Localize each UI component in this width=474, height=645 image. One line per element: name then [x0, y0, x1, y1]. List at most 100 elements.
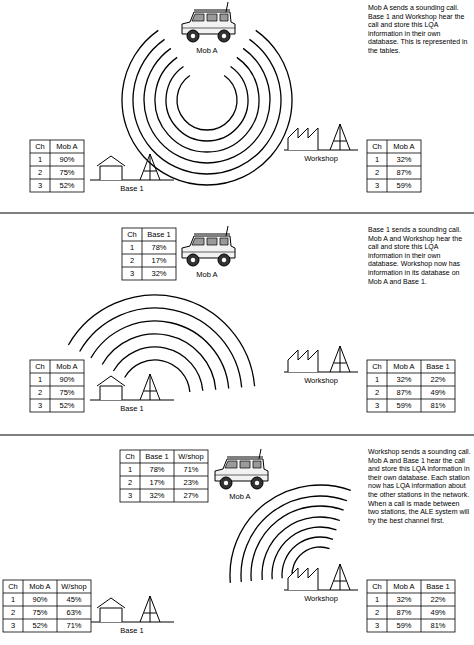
- base-station-icon: [90, 154, 174, 180]
- lqa-table-grid: [367, 140, 421, 192]
- table-cell: 52%: [50, 179, 84, 192]
- wave-arc: [113, 347, 202, 391]
- table-cell: W/shop: [57, 580, 91, 593]
- table-cell: 59%: [387, 619, 421, 632]
- table-cell: Base 1: [140, 450, 174, 463]
- lqa-table-grid: [3, 580, 91, 632]
- vehicle-icon: [182, 2, 235, 42]
- wave-arc: [155, 57, 259, 152]
- lqa-table-grid: [30, 360, 84, 412]
- table-cell: 90%: [50, 373, 84, 386]
- table-cell: Mob A: [50, 140, 84, 153]
- station-label: Mob A: [218, 492, 262, 502]
- table-cell: 2: [367, 166, 387, 179]
- wave-arc: [144, 48, 270, 163]
- table-cell: 75%: [50, 166, 84, 179]
- lqa-table-grid: [122, 228, 176, 280]
- wave-arc: [125, 360, 190, 392]
- table-cell: 63%: [57, 606, 91, 619]
- station-label: Mob A: [185, 270, 229, 280]
- wave-arc: [122, 30, 292, 185]
- lqa-table-grid: [120, 450, 208, 502]
- lqa-table-grid: [30, 140, 84, 192]
- station-label: Workshop: [294, 154, 348, 164]
- table-cell: 32%: [387, 153, 421, 166]
- table-cell: 2: [367, 386, 387, 399]
- table-cell: 32%: [387, 373, 421, 386]
- table-cell: 22%: [421, 593, 455, 606]
- table-cell: Ch: [367, 360, 387, 373]
- note-text: Mob A sends a sounding call. Base 1 and …: [368, 4, 472, 56]
- table-cell: 71%: [174, 463, 208, 476]
- sounding-waves: [122, 30, 292, 185]
- table-cell: 49%: [421, 606, 455, 619]
- wave-arc: [91, 321, 229, 389]
- table-cell: 81%: [421, 619, 455, 632]
- base-station-icon: [90, 374, 174, 400]
- workshop-icon: [284, 124, 358, 150]
- table-cell: 59%: [387, 399, 421, 412]
- table-cell: 1: [30, 153, 50, 166]
- base-station-icon: [90, 596, 174, 622]
- note-text: Base 1 sends a sounding call. Mob A and …: [368, 226, 472, 286]
- lqa-table-grid: [367, 360, 455, 412]
- table-cell: W/shop: [174, 450, 208, 463]
- table-cell: 71%: [57, 619, 91, 632]
- table-cell: 52%: [50, 399, 84, 412]
- table-cell: 49%: [421, 386, 455, 399]
- table-cell: Mob A: [50, 360, 84, 373]
- table-cell: 3: [367, 179, 387, 192]
- table-cell: 81%: [421, 399, 455, 412]
- table-cell: 90%: [23, 593, 57, 606]
- table-cell: 2: [30, 386, 50, 399]
- station-label: Workshop: [294, 376, 348, 386]
- table-cell: 17%: [142, 254, 176, 267]
- table-cell: 87%: [387, 166, 421, 179]
- note-text: Workshop sends a sounding call. Mob A an…: [368, 448, 472, 525]
- table-cell: 1: [30, 373, 50, 386]
- panel-separator: [0, 435, 474, 436]
- wave-arc: [241, 496, 347, 582]
- table-cell: 3: [367, 399, 387, 412]
- table-cell: Ch: [367, 140, 387, 153]
- table-cell: 1: [122, 241, 142, 254]
- sounding-waves: [68, 295, 254, 392]
- table-cell: 75%: [23, 606, 57, 619]
- table-cell: 90%: [50, 153, 84, 166]
- table-cell: 3: [30, 179, 50, 192]
- wave-arc: [177, 75, 237, 130]
- vehicle-icon: [182, 226, 235, 266]
- table-cell: 2: [3, 606, 23, 619]
- table-cell: 59%: [387, 179, 421, 192]
- table-cell: 2: [367, 606, 387, 619]
- table-cell: Ch: [3, 580, 23, 593]
- panel-separator: [0, 213, 474, 214]
- lqa-table-grid: [367, 580, 455, 632]
- table-cell: 87%: [387, 386, 421, 399]
- station-label: Base 1: [110, 184, 154, 194]
- table-cell: 52%: [23, 619, 57, 632]
- table-cell: 78%: [140, 463, 174, 476]
- wave-arc: [262, 517, 340, 580]
- table-cell: Mob A: [387, 360, 421, 373]
- table-cell: 1: [367, 373, 387, 386]
- table-cell: 27%: [174, 489, 208, 502]
- table-cell: Mob A: [23, 580, 57, 593]
- table-cell: 3: [120, 489, 140, 502]
- table-cell: Ch: [120, 450, 140, 463]
- table-cell: 2: [30, 166, 50, 179]
- wave-arc: [166, 66, 248, 141]
- table-cell: Ch: [30, 140, 50, 153]
- station-label: Base 1: [110, 404, 154, 414]
- station-label: Base 1: [110, 626, 154, 636]
- station-label: Workshop: [294, 594, 348, 604]
- table-cell: 22%: [421, 373, 455, 386]
- table-cell: 2: [120, 476, 140, 489]
- wave-arc: [68, 295, 254, 386]
- table-cell: 78%: [142, 241, 176, 254]
- table-cell: 32%: [140, 489, 174, 502]
- table-cell: 17%: [140, 476, 174, 489]
- table-cell: 1: [367, 153, 387, 166]
